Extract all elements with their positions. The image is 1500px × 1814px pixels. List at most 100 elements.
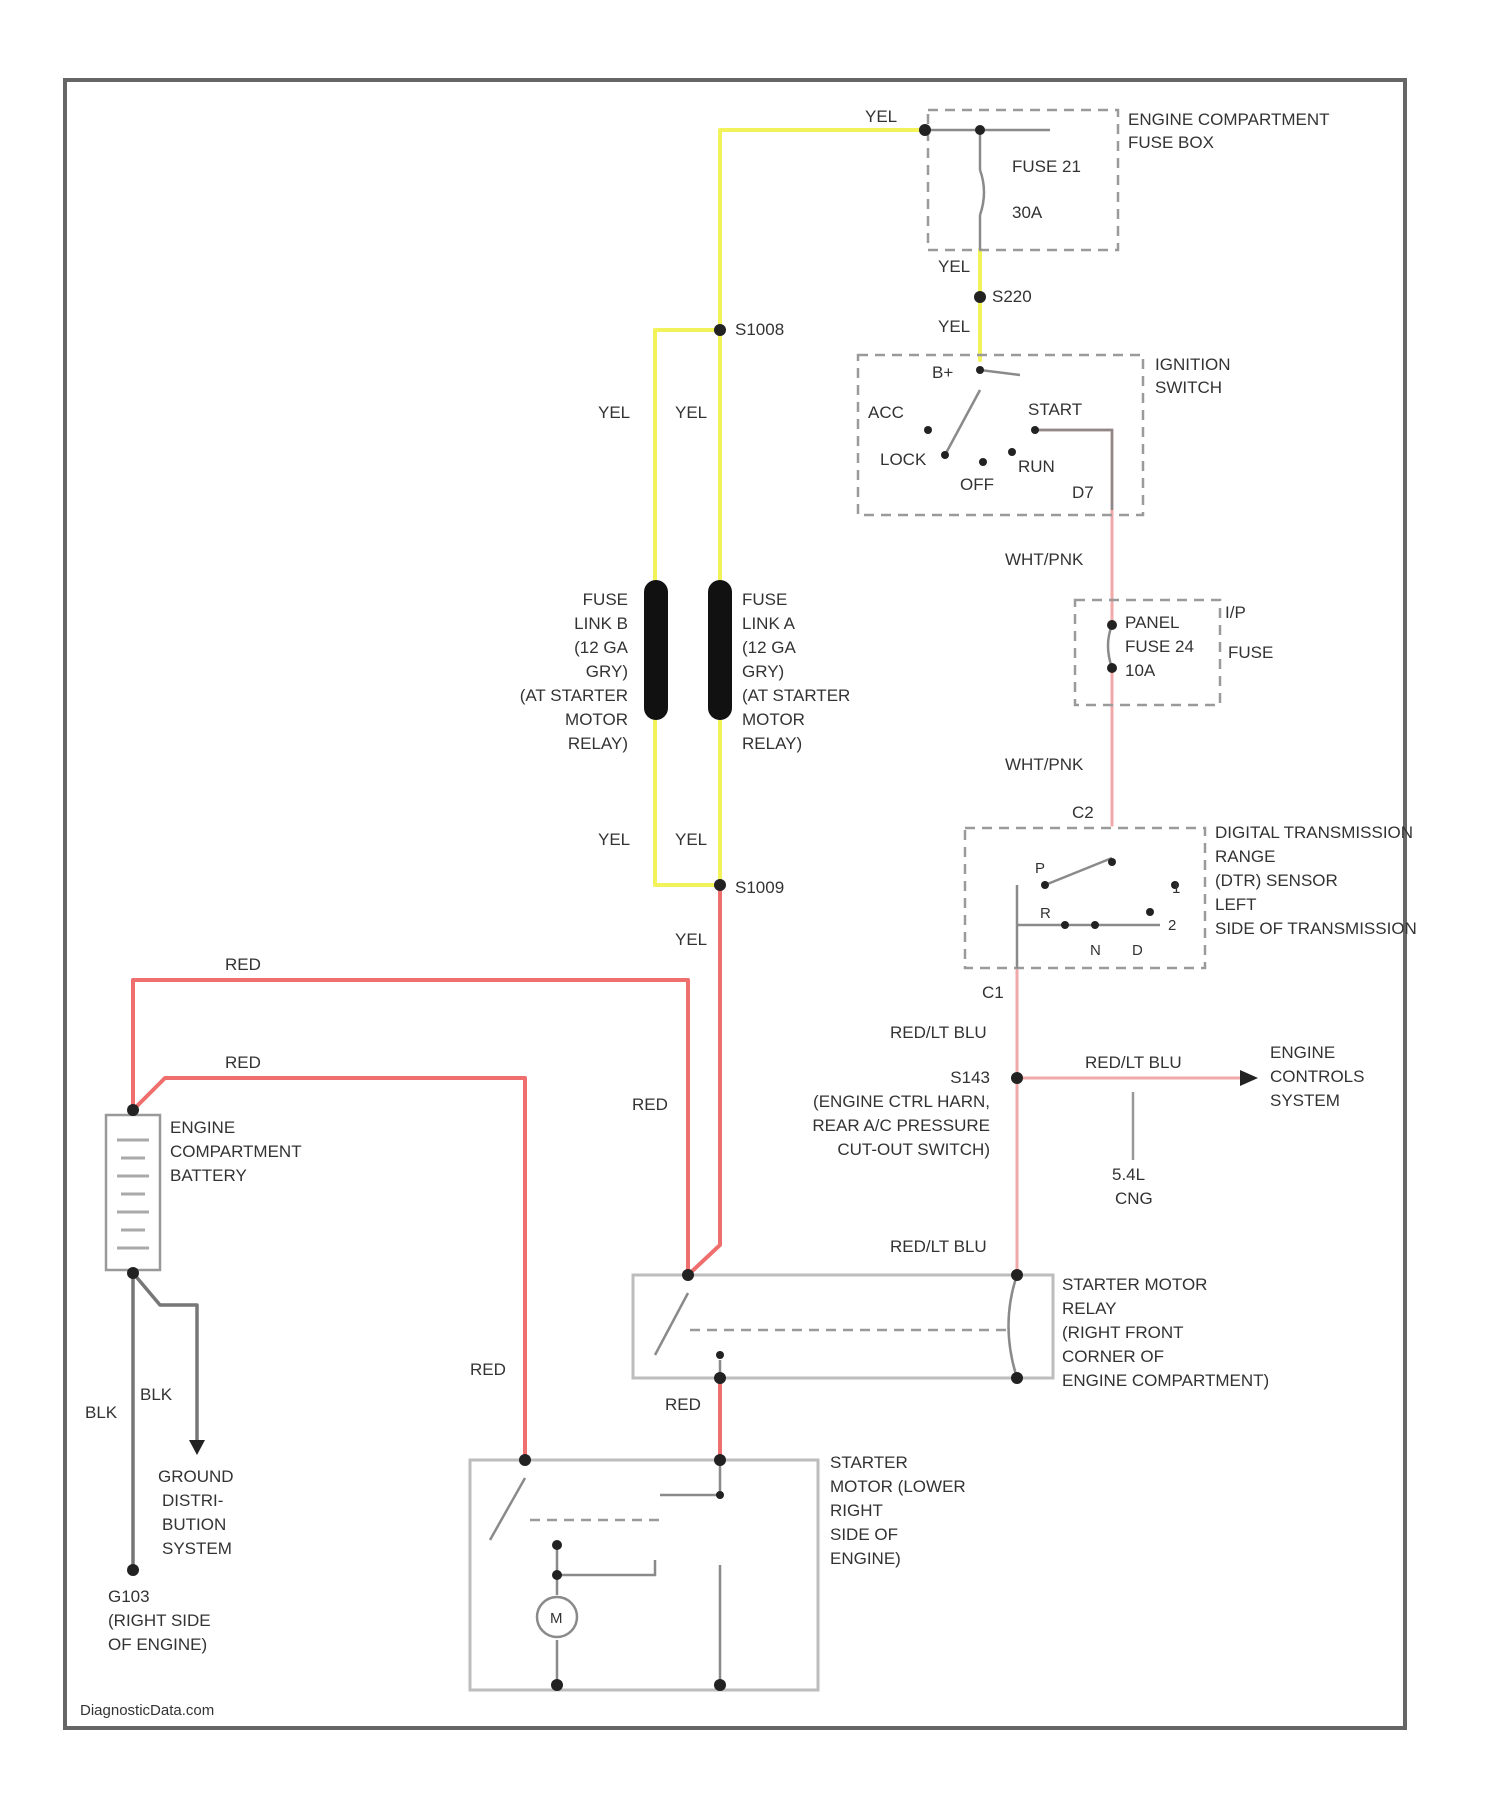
starter-relay-outline	[633, 1275, 1053, 1378]
node-relay-out-top	[716, 1351, 724, 1359]
label-eng-2: CNG	[1115, 1189, 1153, 1208]
node-ign-run	[1008, 448, 1016, 456]
label-ign-start: START	[1028, 400, 1082, 419]
label-fl-b6: MOTOR	[565, 710, 628, 729]
label-batt-1: ENGINE	[170, 1118, 235, 1137]
label-dtr-2p: 2	[1168, 917, 1176, 934]
label-g103-2: (RIGHT SIDE	[108, 1611, 211, 1630]
wire-blk-ground	[133, 1273, 197, 1442]
node-starter-s	[714, 1454, 726, 1466]
label-fuse21-1: FUSE 21	[1012, 157, 1081, 176]
label-redlt-2: RED/LT BLU	[1085, 1053, 1182, 1072]
node-panel-in	[1107, 620, 1117, 630]
starter-solenoid-coil	[557, 1545, 655, 1575]
label-s143-2: REAR A/C PRESSURE	[812, 1116, 990, 1135]
label-yel-fb1: YEL	[938, 257, 970, 276]
wire-yel-top	[720, 130, 925, 330]
label-red-3: RED	[632, 1095, 668, 1114]
label-yel-top: YEL	[865, 107, 897, 126]
label-panel-2: FUSE 24	[1125, 637, 1194, 656]
label-batt-3: BATTERY	[170, 1166, 247, 1185]
label-smr-3: (RIGHT FRONT	[1062, 1323, 1184, 1342]
ignition-switch-contact	[945, 390, 980, 455]
node-starter-s2	[716, 1491, 724, 1499]
label-panel-side: FUSE	[1228, 643, 1273, 662]
node-starter-gnd1	[551, 1679, 563, 1691]
node-relay-coil-bottom	[1011, 1372, 1023, 1384]
label-fuse21-2: 30A	[1012, 203, 1043, 222]
label-dtr-3: (DTR) SENSOR	[1215, 871, 1338, 890]
label-dtr-p: P	[1035, 860, 1045, 877]
label-s143-3: CUT-OUT SWITCH)	[837, 1140, 990, 1159]
label-fl-b3: (12 GA	[574, 638, 629, 657]
label-blk-1: BLK	[85, 1403, 118, 1422]
label-panel-3: 10A	[1125, 661, 1156, 680]
node-s143	[1011, 1072, 1023, 1084]
node-relay-out	[714, 1372, 726, 1384]
ignition-switch-bplus	[980, 370, 1020, 375]
label-s1008: S1008	[735, 320, 784, 339]
label-gnd-2: DISTRI-	[162, 1491, 223, 1510]
node-panel-out	[1107, 663, 1117, 673]
label-blk-2: BLK	[140, 1385, 173, 1404]
label-dtr-5: SIDE OF TRANSMISSION	[1215, 919, 1417, 938]
label-smr-1: STARTER MOTOR	[1062, 1275, 1207, 1294]
label-ecs-3: SYSTEM	[1270, 1091, 1340, 1110]
node-dtr-2	[1146, 908, 1154, 916]
node-ign-acc	[924, 426, 932, 434]
label-fusebox-2: FUSE BOX	[1128, 133, 1214, 152]
label-sm-4: SIDE OF	[830, 1525, 898, 1544]
label-s143-1: (ENGINE CTRL HARN,	[813, 1092, 990, 1111]
label-yel-left4: YEL	[675, 830, 707, 849]
node-yel-fusebox	[919, 124, 931, 136]
label-fl-b5: (AT STARTER	[520, 686, 628, 705]
node-ign-off	[979, 458, 987, 466]
label-redlt-3: RED/LT BLU	[890, 1237, 987, 1256]
label-fl-a1: FUSE	[742, 590, 787, 609]
label-ecs-2: CONTROLS	[1270, 1067, 1364, 1086]
starter-relay-coil	[1009, 1275, 1018, 1378]
label-yel-left1: YEL	[598, 403, 630, 422]
node-battery-neg	[127, 1267, 139, 1279]
label-fl-a5: (AT STARTER	[742, 686, 850, 705]
label-ign-lock: LOCK	[880, 450, 927, 469]
label-sm-m: M	[550, 1610, 563, 1627]
watermark: DiagnosticData.com	[80, 1702, 214, 1719]
node-relay-coil-top	[1011, 1269, 1023, 1281]
label-red-2: RED	[225, 1053, 261, 1072]
panel-fuse-element	[1108, 625, 1112, 668]
node-g103	[127, 1564, 139, 1576]
node-dtr-p	[1041, 881, 1049, 889]
label-fl-a3: (12 GA	[742, 638, 797, 657]
label-sm-3: RIGHT	[830, 1501, 883, 1520]
arrow-engine-controls	[1240, 1070, 1258, 1086]
node-starter-b	[519, 1454, 531, 1466]
node-ign-start	[1031, 426, 1039, 434]
node-ign-b	[976, 366, 984, 374]
label-sm-2: MOTOR (LOWER	[830, 1477, 966, 1496]
label-ign-pin: D7	[1072, 483, 1094, 502]
node-battery-pos	[127, 1104, 139, 1116]
node-starter-coil	[552, 1540, 562, 1550]
label-ign-b: B+	[932, 363, 953, 382]
dtr-sensor-outline	[965, 828, 1205, 968]
fuse-21-element	[925, 130, 1050, 250]
label-fl-a4: GRY)	[742, 662, 784, 681]
diagram-labels: YEL ENGINE COMPARTMENT FUSE BOX FUSE 21 …	[80, 107, 1417, 1719]
label-gnd-4: SYSTEM	[162, 1539, 232, 1558]
label-g103-3: OF ENGINE)	[108, 1635, 207, 1654]
label-dtr-n: N	[1090, 942, 1101, 959]
label-ign-off: OFF	[960, 475, 994, 494]
label-panel-i: I/P	[1225, 603, 1246, 622]
label-gnd-1: GROUND	[158, 1467, 234, 1486]
label-sm-5: ENGINE)	[830, 1549, 901, 1568]
label-smr-2: RELAY	[1062, 1299, 1117, 1318]
fuse-21-link	[980, 170, 984, 215]
label-panel-1: PANEL	[1125, 613, 1180, 632]
label-ign-1: IGNITION	[1155, 355, 1231, 374]
label-ign-acc: ACC	[868, 403, 904, 422]
label-fl-b2: LINK B	[574, 614, 628, 633]
label-yel-low: YEL	[675, 930, 707, 949]
node-starter-gnd2	[714, 1679, 726, 1691]
label-wht-pnk1: WHT/PNK	[1005, 550, 1084, 569]
